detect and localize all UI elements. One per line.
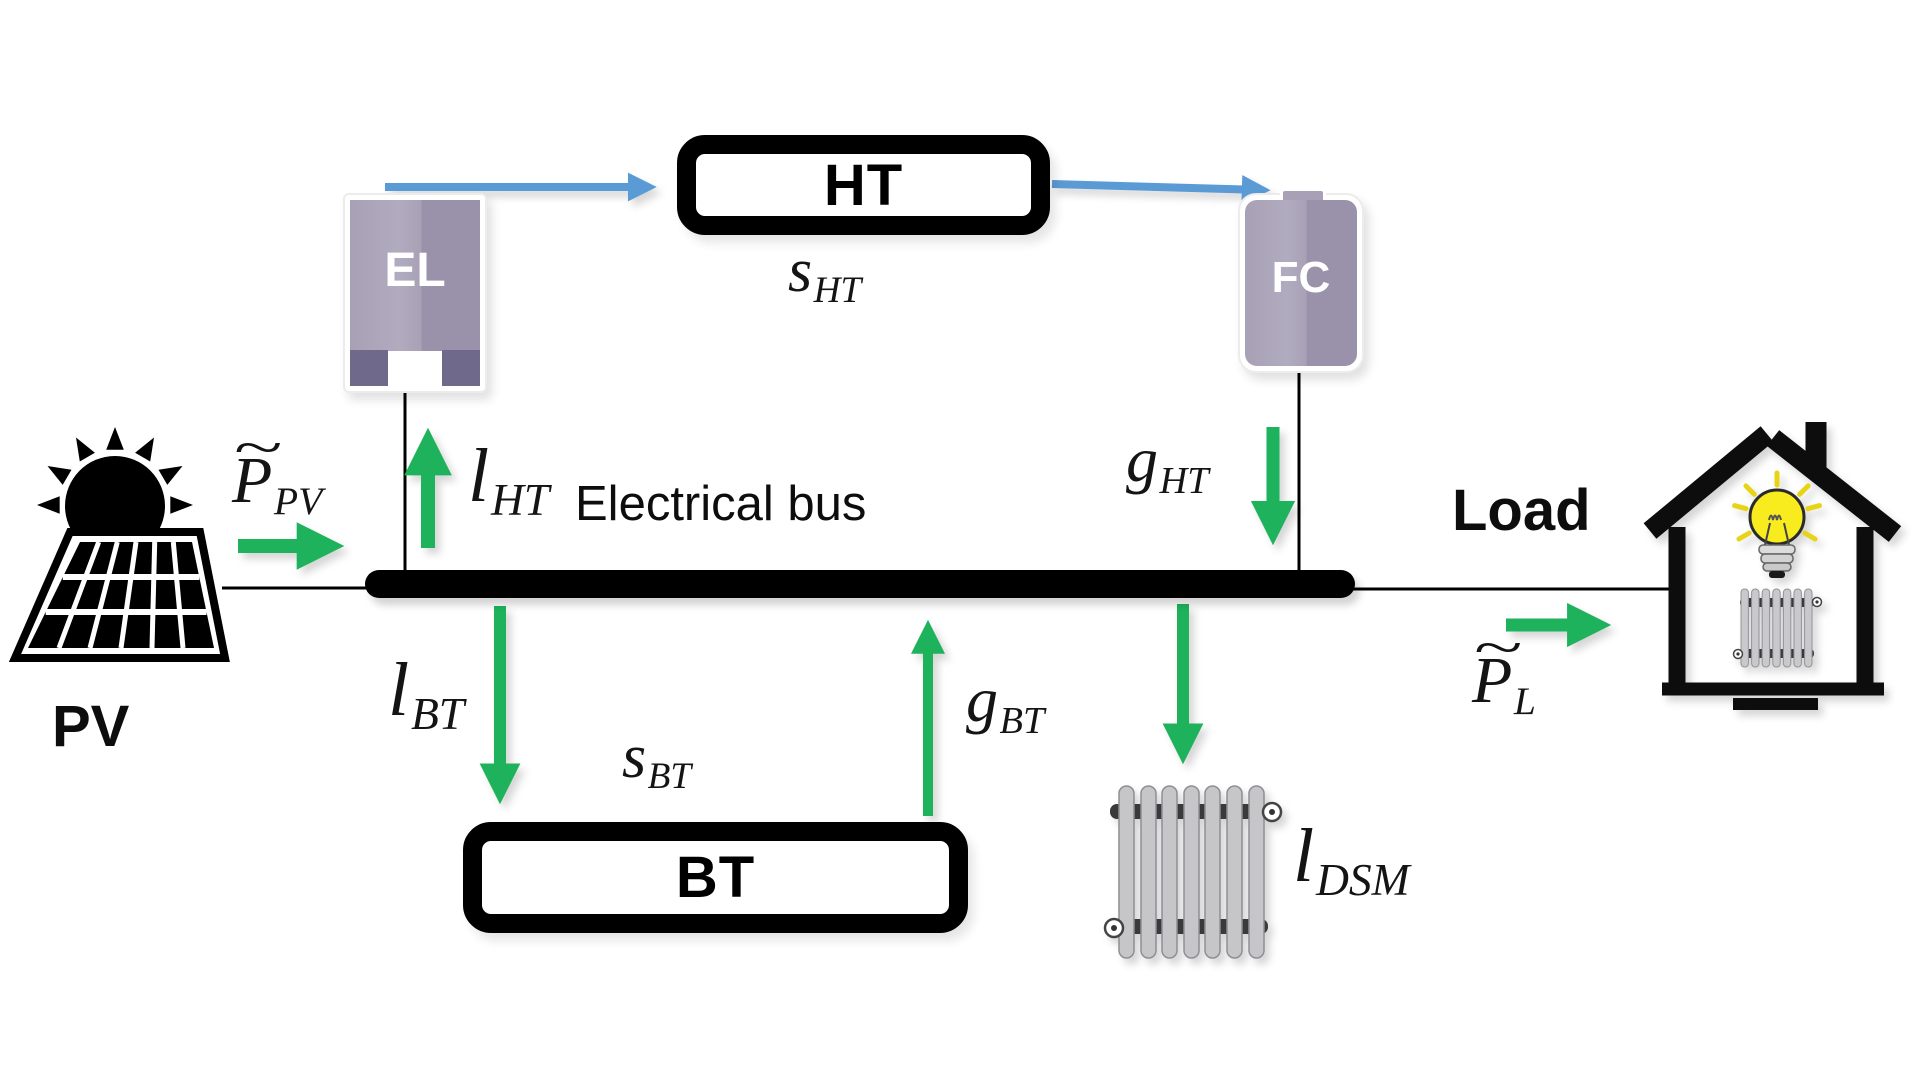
l-ht-label: lHT xyxy=(468,434,550,525)
electrolyzer-icon: EL xyxy=(343,193,487,393)
ht-label: HT xyxy=(823,152,904,218)
hydrogen-tank-box: HT xyxy=(677,135,1050,235)
battery-box: BT xyxy=(463,822,968,933)
electrolyzer-foot-right xyxy=(442,350,480,386)
s-ht-label: sHT xyxy=(788,237,862,312)
el-label: EL xyxy=(384,244,446,297)
fuel-cell-icon: FC xyxy=(1238,188,1364,373)
arrow-ht-to-fc xyxy=(1051,175,1271,204)
fc-label: FC xyxy=(1271,253,1331,302)
electrolyzer-foot-left xyxy=(350,350,388,386)
electrolyzer-body xyxy=(350,200,480,351)
solar-panel-sun-icon xyxy=(8,427,230,662)
load-label: Load xyxy=(1452,478,1591,543)
l-bt-label: lBT xyxy=(388,648,465,739)
s-bt-label: sBT xyxy=(622,723,692,798)
p-l-label: ~PL xyxy=(1472,618,1536,723)
bt-label: BT xyxy=(675,845,756,910)
electrical-bus-bar xyxy=(365,570,1355,598)
electrical-bus-label: Electrical bus xyxy=(575,477,867,531)
house-icon xyxy=(1643,422,1902,710)
house-radiator-icon xyxy=(1732,588,1823,668)
l-dsm-label: lDSM xyxy=(1293,814,1410,905)
g-ht-label: gHT xyxy=(1126,424,1209,502)
pv-label: PV xyxy=(52,694,130,759)
g-bt-label: gBT xyxy=(966,664,1045,742)
light-bulb-icon xyxy=(1732,470,1822,578)
radiator-icon xyxy=(1103,785,1283,959)
p-pv-label: ~PPV xyxy=(232,418,323,523)
fuel-cell-body xyxy=(1245,200,1357,366)
